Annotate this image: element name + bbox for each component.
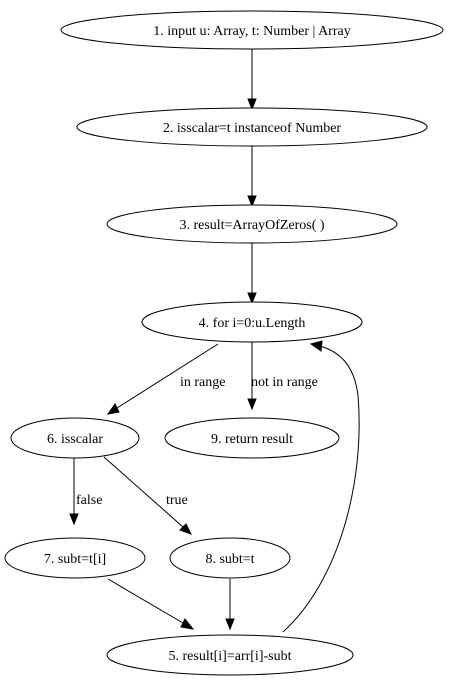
- edge-label-not-in-range: not in range: [251, 375, 318, 390]
- node-4-label: 4. for i=0:u.Length: [199, 316, 306, 331]
- node-3: 3. result=ArrayOfZeros( ): [106, 204, 398, 244]
- node-1: 1. input u: Array, t: Number | Array: [60, 10, 444, 50]
- edge-1-to-2: [247, 49, 257, 111]
- node-3-label: 3. result=ArrayOfZeros( ): [179, 218, 324, 233]
- edge-5-to-4-loop: [282, 340, 360, 633]
- node-9-label: 9. return result: [211, 432, 293, 447]
- edge-8-to-5: [225, 579, 235, 631]
- node-7-label: 7. subt=t[i]: [44, 552, 106, 567]
- edge-label-true: true: [166, 493, 188, 508]
- node-2: 2. isscalar=t instanceof Number: [76, 107, 428, 147]
- edge-label-in-range: in range: [180, 375, 225, 390]
- edge-4-to-9: not in range: [247, 342, 318, 411]
- node-2-label: 2. isscalar=t instanceof Number: [163, 121, 342, 136]
- node-7: 7. subt=t[i]: [4, 537, 146, 579]
- edge-6-to-8: true: [103, 456, 193, 535]
- node-8: 8. subt=t: [169, 537, 291, 579]
- node-1-label: 1. input u: Array, t: Number | Array: [153, 24, 350, 39]
- nodes: 1. input u: Array, t: Number | Array 2. …: [4, 10, 444, 676]
- node-6-label: 6. isscalar: [47, 432, 103, 447]
- node-9: 9. return result: [164, 417, 340, 459]
- node-6: 6. isscalar: [10, 417, 140, 459]
- edge-label-false: false: [76, 493, 102, 508]
- edge-4-to-6: in range: [106, 343, 225, 415]
- node-4: 4. for i=0:u.Length: [141, 301, 363, 343]
- edges: in range not in range false true: [69, 49, 360, 633]
- edge-7-to-5: [107, 578, 195, 630]
- edge-6-to-7: false: [69, 458, 102, 526]
- node-5: 5. result[i]=arr[i]-subt: [106, 634, 354, 676]
- node-5-label: 5. result[i]=arr[i]-subt: [169, 649, 292, 664]
- edge-3-to-4: [247, 243, 257, 305]
- edge-2-to-3: [247, 146, 257, 208]
- node-8-label: 8. subt=t: [205, 552, 254, 567]
